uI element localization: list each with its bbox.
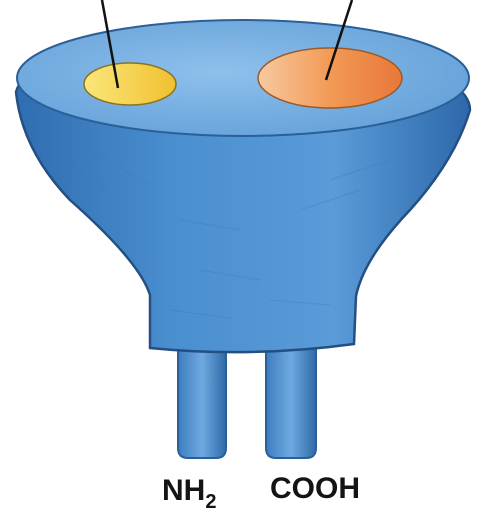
right-binding-site [258,48,402,108]
amino-terminus-subscript: 2 [205,491,216,513]
amino-terminus-text: NH [162,474,205,507]
amino-terminus-label: NH2 [162,474,216,513]
amino-leg [178,342,226,458]
carboxyl-leg [266,342,316,458]
carboxyl-terminus-label: COOH [270,472,360,505]
left-binding-site [84,63,176,105]
